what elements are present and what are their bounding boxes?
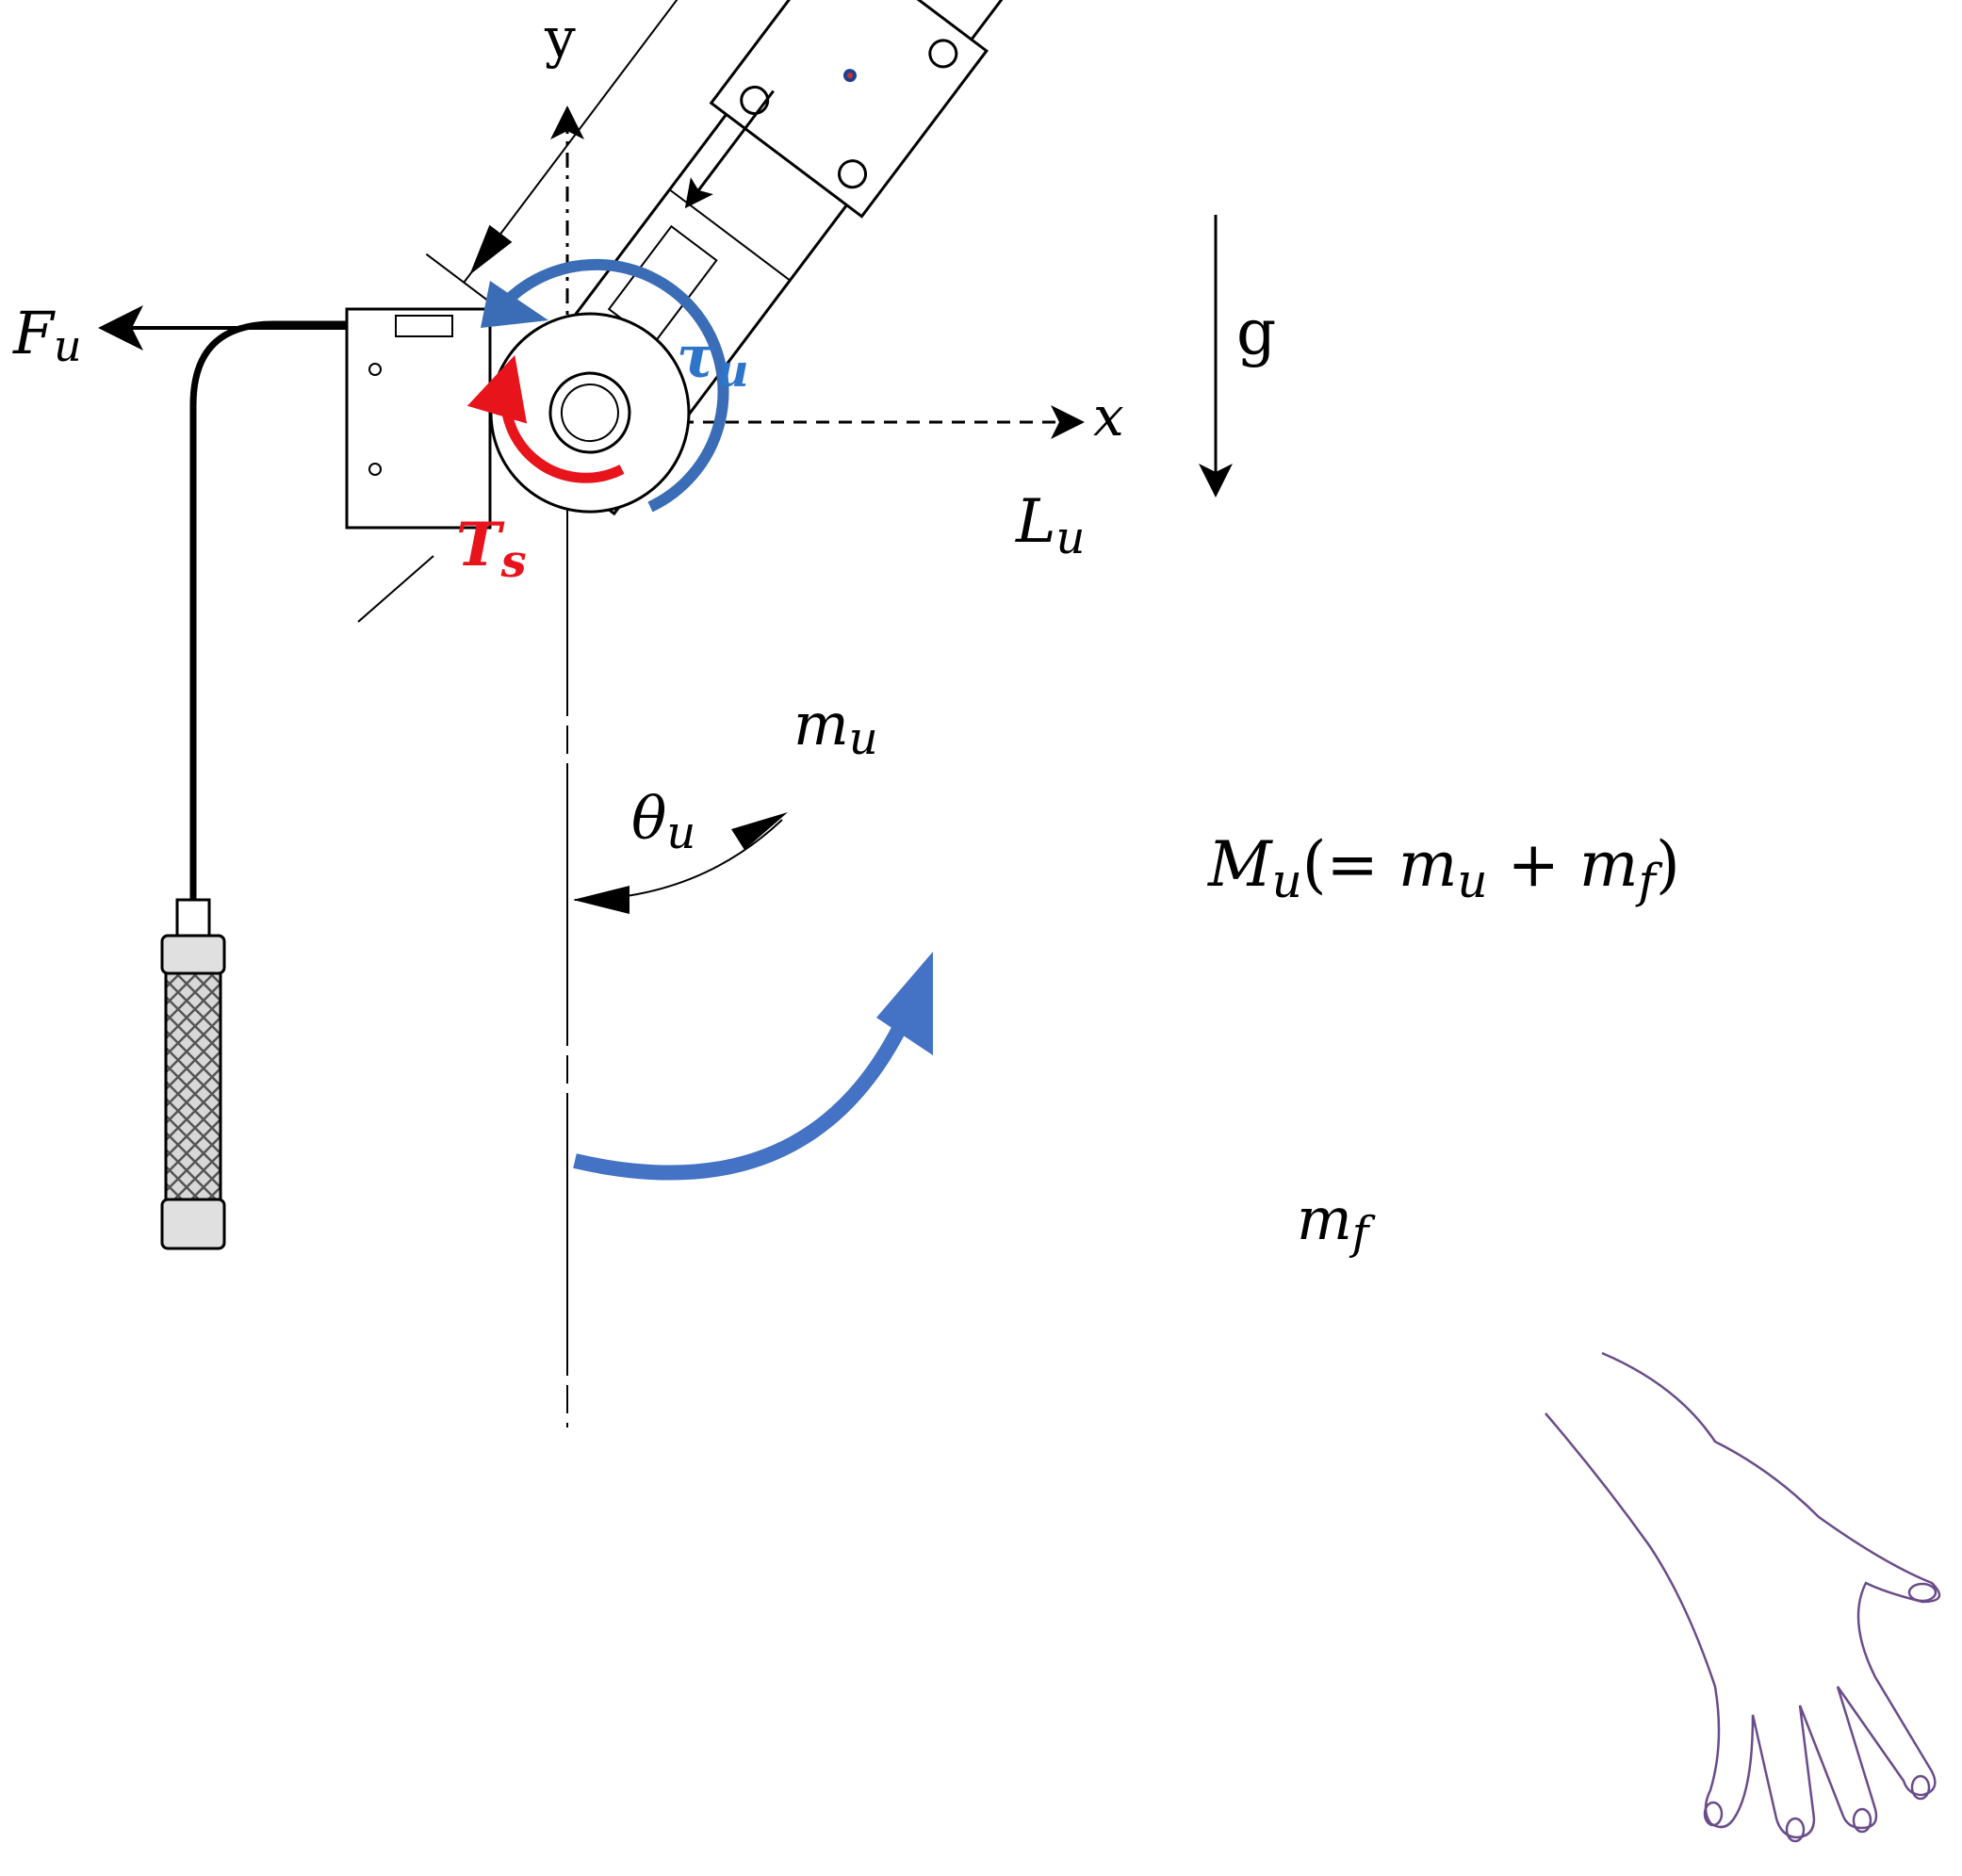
length-label: Lu	[1015, 487, 1085, 564]
tau-label: τu	[677, 322, 749, 398]
y-axis-label: y	[544, 6, 576, 70]
handle-ring-top	[160, 934, 226, 975]
handle-ring-bottom	[160, 1198, 226, 1250]
force-label: Fu	[12, 299, 82, 371]
gravity-label: g	[1236, 296, 1276, 368]
theta-label: θu	[631, 784, 695, 859]
tau-torque-arrow	[481, 258, 729, 513]
x-axis-label: x	[1093, 384, 1124, 449]
mass-upper-label: mu	[793, 690, 878, 765]
handle-grip	[164, 971, 222, 1201]
length-dimension-line	[463, 0, 919, 284]
rotation-direction-arrow	[573, 952, 933, 1181]
shoulder-bracket	[345, 307, 492, 623]
rotation-arrowhead	[876, 952, 933, 1055]
tau-arrowhead	[481, 281, 548, 328]
cable-assembly	[98, 305, 490, 1250]
mass-fore-label: mf	[1297, 1184, 1376, 1260]
handle-cap-top	[175, 898, 211, 938]
ts-torque-arrow	[466, 354, 625, 483]
human-hand	[1545, 1351, 1941, 1843]
gravity-indicator: g	[1199, 215, 1276, 498]
theta-angle-arc	[573, 812, 788, 914]
cable	[189, 320, 490, 900]
ts-label: Ts	[456, 510, 527, 588]
total-mass-label: Mu(= mu + mf)	[1207, 828, 1680, 908]
exoskeleton-arm	[425, 0, 1138, 516]
